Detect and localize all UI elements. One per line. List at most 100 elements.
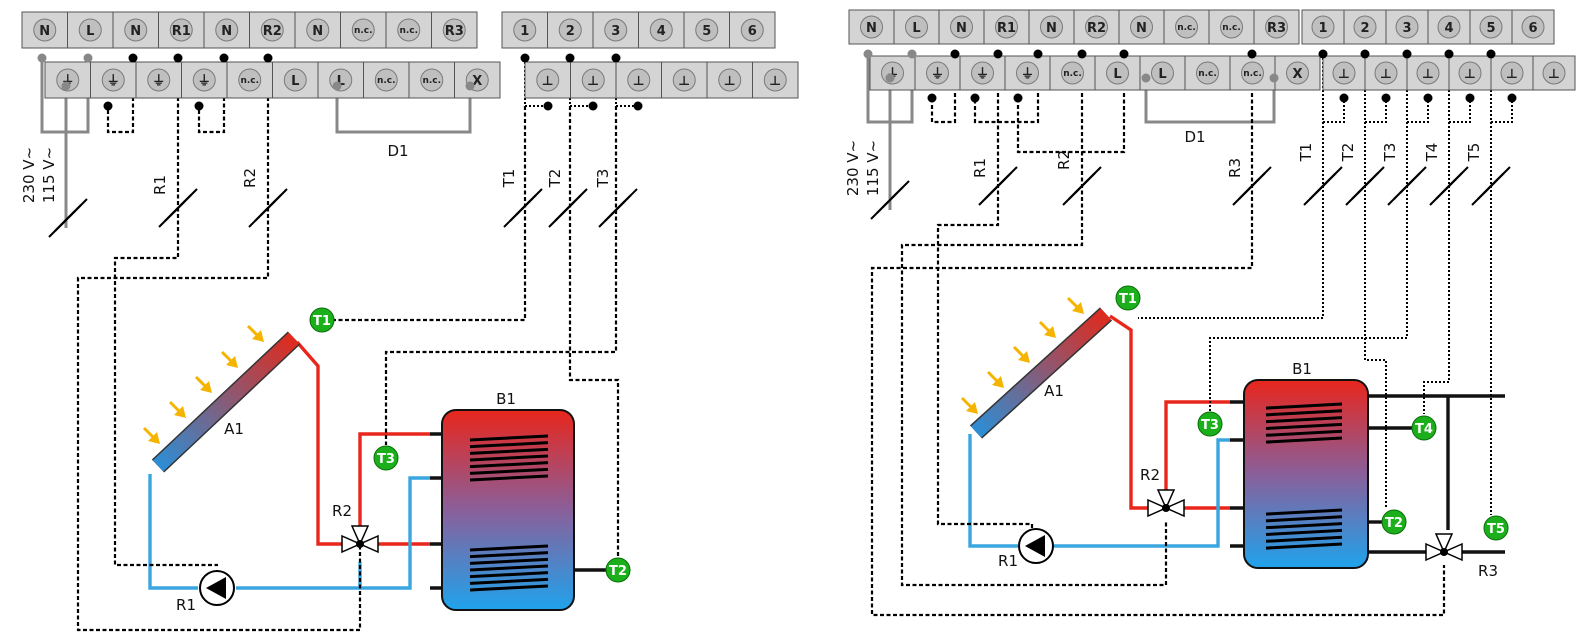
terminal-label: ⊥ [1380, 67, 1392, 82]
device-label: D1 [1184, 128, 1205, 146]
terminal-screw [420, 68, 444, 92]
sensor-label: T5 [1487, 522, 1505, 537]
terminal: ⏚ [135, 61, 182, 99]
terminal-screw [1061, 61, 1084, 85]
terminal-connection-dot [970, 93, 980, 103]
valve-wing [1147, 498, 1168, 518]
ground-connection-dot [907, 49, 917, 59]
coil-turn [1265, 402, 1343, 410]
pump-icon [199, 570, 235, 606]
sensor-icon [605, 557, 631, 583]
sensor-label: T3 [377, 452, 395, 467]
terminal: R3 [431, 11, 478, 49]
temperature-sensor: T3 [1197, 411, 1223, 437]
terminal-label: N [1046, 21, 1057, 36]
ground-connection-dot [465, 81, 475, 91]
terminal-label: L [912, 21, 920, 36]
terminal-connection-dot [1033, 49, 1043, 59]
sensor-icon [1411, 415, 1437, 441]
ground-connection-dot [37, 53, 47, 63]
ground-connection-dot [61, 81, 71, 91]
terminal-connection-dot [1507, 93, 1517, 103]
valve-wing [341, 534, 362, 554]
cable-hatch-mark [1483, 166, 1511, 194]
terminal: n.c. [363, 61, 410, 99]
terminal-screw [763, 68, 787, 92]
pump-label: R1 [176, 596, 196, 614]
tank-label: B1 [1292, 360, 1312, 378]
valve-hub [1440, 548, 1448, 556]
coil-turn [1265, 429, 1343, 437]
cable-hatch-mark [260, 188, 288, 216]
terminal: n.c. [226, 61, 273, 99]
temperature-sensor: T2 [605, 557, 631, 583]
cold-return-pipe [1052, 438, 1230, 548]
terminal-connection-dot [565, 53, 575, 63]
terminal-body [706, 61, 753, 99]
sensor-label: T1 [313, 314, 331, 329]
terminal-screw [33, 18, 57, 42]
terminal-label: ⊥ [1464, 67, 1476, 82]
sun-ray-arrow-icon [142, 426, 160, 444]
sun-ray-head [1072, 302, 1084, 314]
terminal-screw [672, 68, 696, 92]
terminal-label: ⏚ [198, 74, 211, 89]
terminal-screw [604, 18, 628, 42]
terminal-screw [860, 15, 883, 39]
sensor-wire-t3 [1209, 98, 1408, 412]
terminal-screw [1040, 15, 1063, 39]
terminal: ⊥ [661, 61, 708, 99]
pump-control-wire [936, 54, 1034, 538]
terminal: ⏚ [44, 61, 91, 99]
terminal-connection-dot [1077, 49, 1087, 59]
temperature-sensor: T4 [1411, 415, 1437, 441]
terminal-label: L [337, 74, 345, 89]
terminal-connection-dot [1339, 93, 1349, 103]
sensor-wire-t1 [1138, 98, 1324, 319]
terminal-label: R3 [1267, 21, 1286, 36]
terminal-screw [1395, 15, 1419, 39]
terminal-screw [971, 61, 994, 85]
terminal-screw [926, 61, 949, 85]
terminal-screw [581, 68, 605, 92]
temperature-sensor: T1 [309, 307, 335, 333]
sun-ray-head [966, 402, 978, 414]
cable-label: T2 [1339, 143, 1357, 163]
sensor-label: T1 [1119, 292, 1137, 307]
three-way-valve-icon [1425, 533, 1463, 562]
terminal-label: N [130, 24, 141, 39]
cable-hatch-mark [1244, 166, 1272, 194]
sensor-wire-t2 [1364, 98, 1387, 508]
cable-hatch-mark [60, 198, 88, 226]
terminal-label: 6 [748, 24, 757, 39]
terminal-label: R1 [997, 21, 1016, 36]
coil-turn [1265, 528, 1343, 536]
terminal-label: ⊥ [1506, 67, 1518, 82]
pump-label: R1 [998, 552, 1018, 570]
terminal: R2 [249, 11, 296, 49]
hot-supply-pipe [295, 340, 342, 546]
coil-turn [1265, 522, 1343, 530]
terminal-connection-dot [1013, 93, 1023, 103]
terminal-label: 5 [1486, 21, 1495, 36]
terminal-connection-dot [633, 101, 643, 111]
terminal: 5 [1469, 9, 1513, 45]
terminal-connection-dot [1465, 93, 1475, 103]
terminal: 3 [1385, 9, 1429, 45]
terminal-label: ⏚ [152, 74, 165, 89]
terminal: 2 [547, 11, 594, 49]
terminal-screw [1265, 15, 1288, 39]
tank-label: B1 [496, 390, 516, 408]
terminal-screw [1479, 15, 1503, 39]
sensor-wire-t1 [334, 106, 527, 322]
terminal-body [501, 11, 548, 49]
terminal-connection-dot [611, 53, 621, 63]
terminal: ⊥ [1322, 55, 1366, 91]
terminal-connection-dot [993, 49, 1003, 59]
terminal-label: n.c. [399, 26, 418, 36]
terminal-screw [905, 15, 928, 39]
ground-connection-dot [863, 49, 873, 59]
terminal: N [848, 9, 895, 45]
three-way-valve-icon [341, 525, 379, 554]
